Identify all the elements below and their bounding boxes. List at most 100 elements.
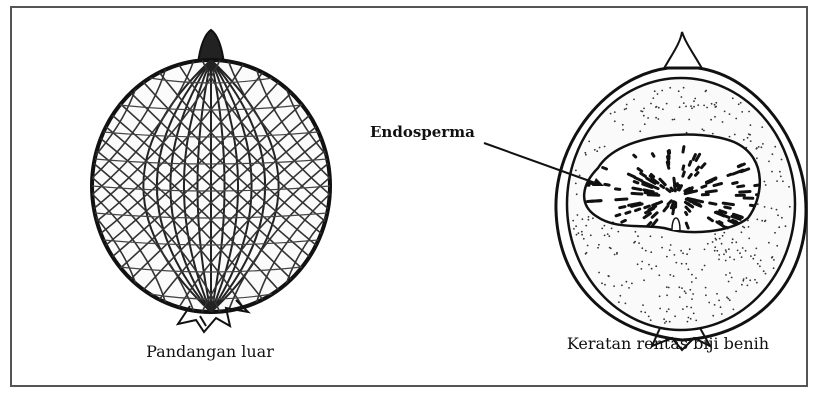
stipple-dot <box>608 235 610 237</box>
stipple-dot <box>648 316 650 318</box>
stipple-dot <box>727 298 729 300</box>
stipple-dot <box>754 279 756 281</box>
stipple-dot <box>776 180 778 182</box>
stipple-dot <box>672 119 674 121</box>
stipple-dot <box>714 116 716 118</box>
stipple-dot <box>762 143 764 145</box>
stipple-dot <box>704 265 706 267</box>
stipple-dot <box>575 170 577 172</box>
stipple-dot <box>701 128 703 130</box>
stipple-dot <box>694 98 696 100</box>
stipple-dot <box>598 244 600 246</box>
stipple-dot <box>741 111 743 113</box>
stipple-dot <box>789 206 791 208</box>
stipple-dot <box>714 106 716 108</box>
endosperm-mark <box>738 186 744 187</box>
stipple-dot <box>665 321 667 323</box>
stipple-dot <box>681 263 683 265</box>
stipple-dot <box>598 272 600 274</box>
stipple-dot <box>601 228 603 230</box>
stipple-dot <box>643 115 645 117</box>
stipple-dot <box>666 286 668 288</box>
stipple-dot <box>735 118 737 120</box>
stipple-dot <box>650 251 652 253</box>
seed-cross-section <box>556 32 806 350</box>
stipple-dot <box>675 262 677 264</box>
stipple-dot <box>773 259 775 261</box>
stipple-dot <box>729 299 731 301</box>
stipple-dot <box>683 87 685 89</box>
stipple-dot <box>659 308 661 310</box>
stipple-dot <box>760 260 762 262</box>
stipple-dot <box>583 238 585 240</box>
lattice-diagonal <box>0 60 67 312</box>
stipple-dot <box>755 248 757 250</box>
stipple-dot <box>778 226 780 228</box>
endosperm-mark <box>696 167 698 170</box>
stipple-dot <box>750 124 752 126</box>
stipple-dot <box>661 247 663 249</box>
endosperm-mark <box>652 154 654 157</box>
stipple-dot <box>686 306 688 308</box>
endosperm-mark <box>671 188 673 190</box>
stipple-dot <box>743 139 745 141</box>
stipple-dot <box>721 243 723 245</box>
stipple-dot <box>746 277 748 279</box>
stipple-dot <box>690 105 692 107</box>
endosperm-mark <box>626 212 630 213</box>
stipple-dot <box>658 274 660 276</box>
stipple-dot <box>714 104 716 106</box>
stipple-dot <box>737 250 739 252</box>
endosperm-mark <box>605 184 609 185</box>
stipple-dot <box>735 241 737 243</box>
stipple-dot <box>714 250 716 252</box>
stipple-dot <box>722 121 724 123</box>
stipple-dot <box>617 231 619 233</box>
stipple-dot <box>710 119 712 121</box>
endosperm-mark <box>740 192 750 193</box>
stipple-dot <box>715 102 717 104</box>
endosperm-mark <box>689 175 691 178</box>
stipple-dot <box>740 102 742 104</box>
stipple-dot <box>754 254 756 256</box>
endosperm-mark <box>634 182 638 183</box>
stipple-dot <box>640 311 642 313</box>
stipple-dot <box>689 248 691 250</box>
endosperm-mark <box>645 206 650 208</box>
stipple-dot <box>774 146 776 148</box>
stipple-dot <box>662 108 664 110</box>
stipple-dot <box>604 225 606 227</box>
lattice-diagonal <box>0 60 44 312</box>
stipple-dot <box>628 287 630 289</box>
stipple-dot <box>634 241 636 243</box>
endosperm-mark <box>693 155 695 160</box>
stipple-dot <box>596 150 598 152</box>
stipple-dot <box>718 254 720 256</box>
stipple-dot <box>738 103 740 105</box>
stipple-dot <box>690 307 692 309</box>
stipple-dot <box>725 274 727 276</box>
stipple-dot <box>633 99 635 101</box>
stipple-dot <box>625 108 627 110</box>
stipple-dot <box>712 133 714 135</box>
stipple-dot <box>576 234 578 236</box>
stipple-dot <box>666 311 668 313</box>
stipple-dot <box>643 108 645 110</box>
stipple-dot <box>661 90 663 92</box>
stipple-dot <box>579 175 581 177</box>
stipple-dot <box>712 241 714 243</box>
stipple-dot <box>611 228 613 230</box>
stipple-dot <box>752 258 754 260</box>
stipple-dot <box>621 284 623 286</box>
stipple-dot <box>604 284 606 286</box>
endosperm-mark <box>710 203 716 204</box>
stipple-dot <box>658 107 660 109</box>
stipple-dot <box>692 293 694 295</box>
stipple-dot <box>622 129 624 131</box>
stipple-dot <box>731 242 733 244</box>
stipple-dot <box>588 141 590 143</box>
stipple-dot <box>712 315 714 317</box>
stipple-dot <box>729 136 731 138</box>
stipple-dot <box>687 321 689 323</box>
